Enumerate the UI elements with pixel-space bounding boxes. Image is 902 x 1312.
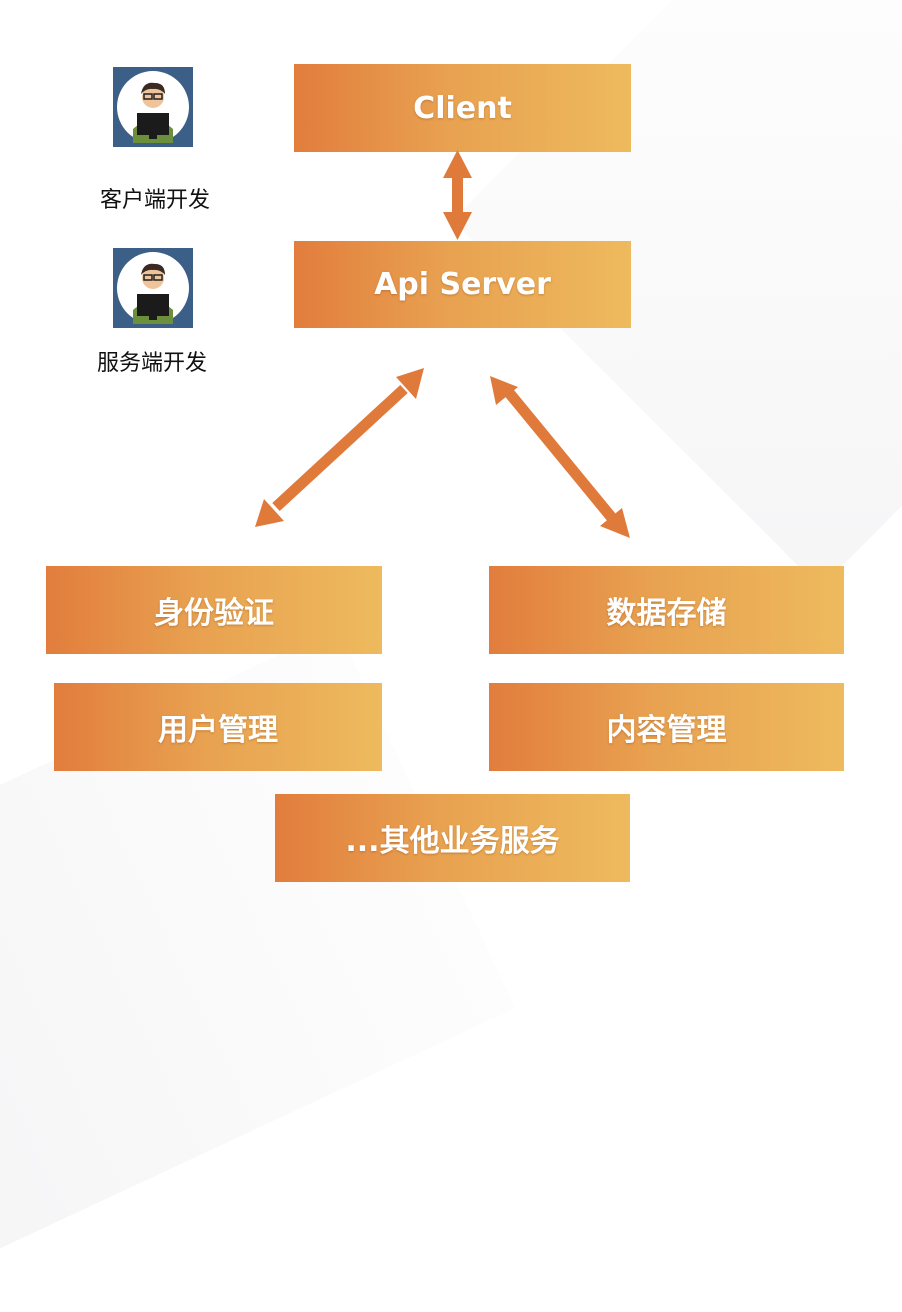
connector-arrows <box>255 150 630 538</box>
api-auth-arrowhead-top <box>396 368 424 399</box>
api-storage-arrowhead-bottom <box>600 508 630 538</box>
api-auth-arrowhead-bottom <box>255 499 284 527</box>
server-developer-avatar-icon <box>113 248 193 328</box>
data-storage-box: 数据存储 <box>489 566 844 654</box>
api-storage-arrow-shaft <box>501 385 617 522</box>
api-storage-arrowhead-top <box>490 376 518 405</box>
client-developer-label: 客户端开发 <box>99 188 210 213</box>
api-auth-arrow-shaft <box>272 384 408 512</box>
user-management-box: 用户管理 <box>54 683 382 771</box>
content-management-box: 内容管理 <box>489 683 844 771</box>
client-api-arrow <box>443 150 472 240</box>
client-developer-avatar-icon <box>113 67 193 147</box>
auth-box: 身份验证 <box>46 566 382 654</box>
client-box: Client <box>294 64 631 152</box>
server-developer-label: 服务端开发 <box>96 351 207 376</box>
api-server-box: Api Server <box>294 241 631 328</box>
other-services-box: ...其他业务服务 <box>275 794 630 882</box>
